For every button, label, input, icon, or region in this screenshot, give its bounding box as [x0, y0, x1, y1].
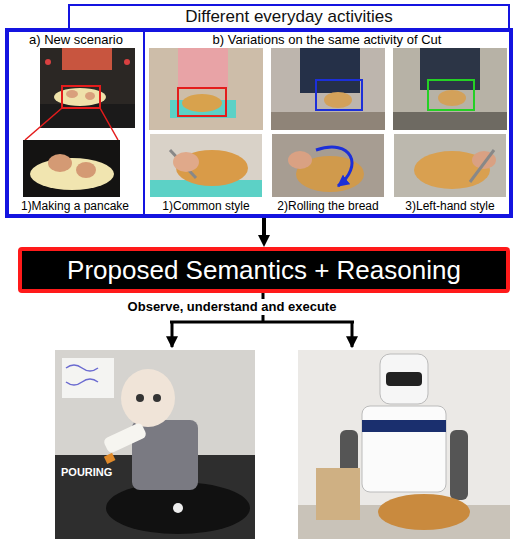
- cut-photo: [393, 48, 507, 130]
- photo-caption: 1)Common style: [147, 198, 265, 214]
- bread: [182, 94, 222, 112]
- zoom-line: [100, 108, 118, 140]
- cardboard-box: [316, 468, 360, 520]
- highlight-box: [178, 88, 226, 116]
- cut-photo: [149, 48, 263, 130]
- frame-heading: Different everyday activities: [68, 4, 510, 30]
- hand: [85, 92, 95, 100]
- robot-head: [380, 354, 428, 404]
- paper-scribble: [66, 365, 98, 385]
- box-heading: a) New scenario: [9, 32, 143, 48]
- robot-eye: [136, 394, 144, 402]
- robot-visor: [386, 372, 422, 386]
- branch-arrow: [351, 322, 354, 347]
- person-shirt: [300, 48, 360, 93]
- hand: [288, 151, 312, 169]
- bread: [438, 90, 466, 106]
- person-shirt: [62, 48, 112, 70]
- reasoning-box: Proposed Semantics + Reasoning: [18, 247, 510, 293]
- cut-zoom: [150, 134, 262, 197]
- robot-photo: [55, 350, 255, 539]
- common-style-panel: 1)Common style: [147, 48, 265, 214]
- bottle-cap: [104, 453, 116, 464]
- pancake-photo: [40, 48, 135, 128]
- robot-head: [121, 369, 175, 427]
- hand: [48, 154, 72, 172]
- highlight-box: [62, 86, 100, 108]
- rolling-arrow: [316, 147, 352, 186]
- hand: [66, 90, 78, 98]
- robot-body: [362, 406, 446, 492]
- knife: [470, 150, 494, 182]
- wall-paper: [62, 358, 114, 398]
- flow-arrow: [262, 218, 266, 239]
- robot-arm: [450, 430, 468, 500]
- robot-eye: [153, 394, 161, 402]
- bread: [378, 494, 470, 530]
- pancake: [30, 158, 114, 190]
- bread: [324, 92, 352, 108]
- cut-zoom: [394, 134, 506, 197]
- reasoning-text: Proposed Semantics + Reasoning: [22, 255, 506, 285]
- branch-label: Observe, understand and execute: [125, 299, 340, 315]
- branch-line: [170, 293, 354, 322]
- photo-caption: 3)Left-hand style: [391, 198, 509, 214]
- hand: [173, 152, 199, 172]
- pancake-panel: 1)Making a pancake: [10, 48, 140, 214]
- photo-overlay-label: POURING: [58, 465, 115, 480]
- hand: [76, 162, 96, 178]
- left-hand-panel: 3)Left-hand style: [391, 48, 509, 214]
- activities-frame: Different everyday activitiesa) New scen…: [5, 28, 513, 218]
- highlight-box: [428, 80, 474, 110]
- branch-arrow: [171, 322, 174, 347]
- scenario-box: a) New scenario 1)Making a pancake: [7, 30, 145, 216]
- highlight-box: [316, 80, 362, 110]
- photo-caption: 2)Rolling the bread: [269, 198, 387, 214]
- robot-stripe: [362, 420, 446, 432]
- bottle: [103, 422, 148, 454]
- photo-caption: 1)Making a pancake: [10, 198, 140, 214]
- variations-box: b) Variations on the same activity of Cu…: [143, 30, 511, 216]
- cut-photo: [271, 48, 385, 130]
- table: [393, 112, 507, 130]
- rolling-panel: 2)Rolling the bread: [269, 48, 387, 214]
- pancake-zoom: [23, 140, 120, 197]
- red-dot: [124, 59, 130, 65]
- red-dot: [45, 59, 51, 65]
- turntable-center: [173, 503, 183, 513]
- box-heading: b) Variations on the same activity of Cu…: [145, 32, 509, 48]
- person-shirt: [178, 48, 228, 88]
- zoom-line: [25, 108, 62, 140]
- label-holder: Observe, understand and execute: [125, 297, 340, 315]
- cut-zoom: [272, 134, 384, 197]
- table: [271, 112, 385, 130]
- label-holder: POURING: [58, 462, 115, 480]
- robot-photo: [298, 350, 510, 539]
